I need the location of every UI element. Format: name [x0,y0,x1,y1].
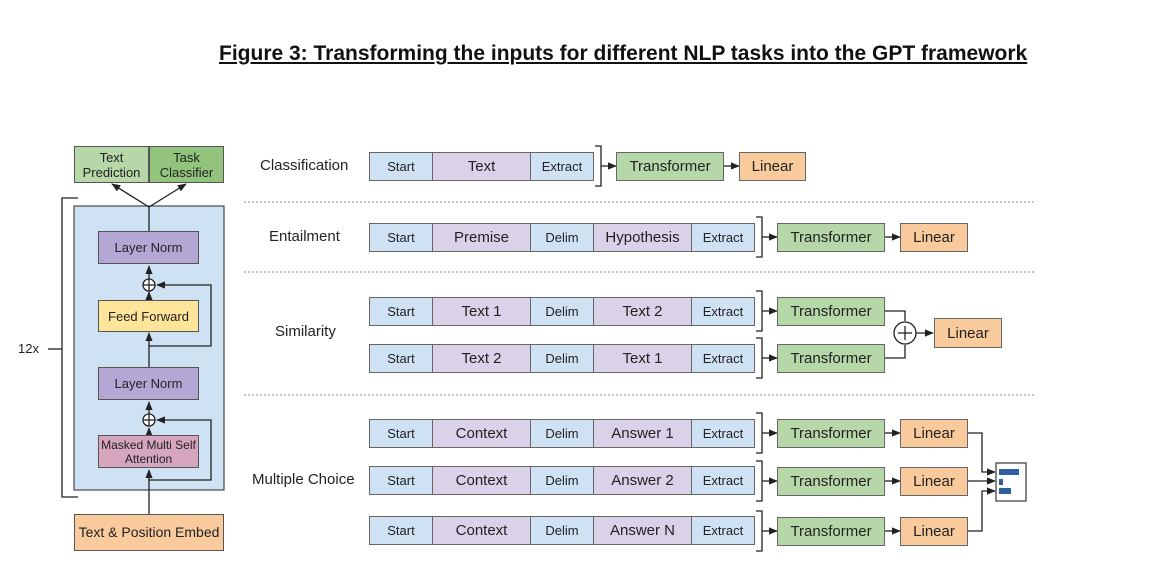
token-answer-1: Answer 1 [593,419,692,448]
layer-norm-bottom: Layer Norm [98,367,199,400]
token-extract: Extract [691,297,755,326]
token-start: Start [369,297,433,326]
task-label-classification: Classification [260,157,349,174]
token-extract: Extract [691,516,755,545]
linear-box: Linear [739,152,806,181]
transformer-box: Transformer [777,297,885,326]
figure-title: Figure 3: Transforming the inputs for di… [219,42,1028,65]
token-extract: Extract [691,419,755,448]
task-label-similarity: Similarity [275,323,336,340]
token-start: Start [369,223,433,252]
feed-forward-box: Feed Forward [98,300,199,332]
token-start: Start [369,466,433,495]
task-label-entailment: Entailment [269,228,340,245]
task-label-multiple-choice: Multiple Choice [252,471,355,488]
layer-norm-top: Layer Norm [98,231,199,264]
linear-box: Linear [900,223,968,252]
transformer-box: Transformer [777,344,885,373]
token-start: Start [369,152,433,181]
transformer-box: Transformer [616,152,724,181]
token-hypothesis: Hypothesis [593,223,692,252]
token-context: Context [432,516,531,545]
transformer-box: Transformer [777,223,885,252]
token-text-1: Text 1 [432,297,531,326]
linear-box: Linear [934,318,1002,348]
token-extract: Extract [691,344,755,373]
transformer-box: Transformer [777,517,885,546]
token-text-1: Text 1 [593,344,692,373]
token-answer-2: Answer 2 [593,466,692,495]
token-delim: Delim [530,516,594,545]
transformer-box: Transformer [777,467,885,496]
token-extract: Extract [530,152,594,181]
token-delim: Delim [530,419,594,448]
token-start: Start [369,516,433,545]
token-text-2: Text 2 [593,297,692,326]
text-position-embed: Text & Position Embed [74,514,224,551]
token-extract: Extract [691,466,755,495]
token-text-2: Text 2 [432,344,531,373]
token-text: Text [432,152,531,181]
token-delim: Delim [530,466,594,495]
linear-box: Linear [900,419,968,448]
token-delim: Delim [530,297,594,326]
repeat-label: 12x [18,341,39,356]
token-premise: Premise [432,223,531,252]
token-answer-n: Answer N [593,516,692,545]
token-context: Context [432,466,531,495]
token-extract: Extract [691,223,755,252]
token-start: Start [369,419,433,448]
linear-box: Linear [900,467,968,496]
token-start: Start [369,344,433,373]
transformer-box: Transformer [777,419,885,448]
token-context: Context [432,419,531,448]
linear-box: Linear [900,517,968,546]
token-delim: Delim [530,344,594,373]
text-prediction-output: Text Prediction [74,146,149,183]
token-delim: Delim [530,223,594,252]
masked-attention-box: Masked Multi Self Attention [98,435,199,468]
repeat-bracket [61,197,78,498]
task-classifier-output: Task Classifier [149,146,224,183]
